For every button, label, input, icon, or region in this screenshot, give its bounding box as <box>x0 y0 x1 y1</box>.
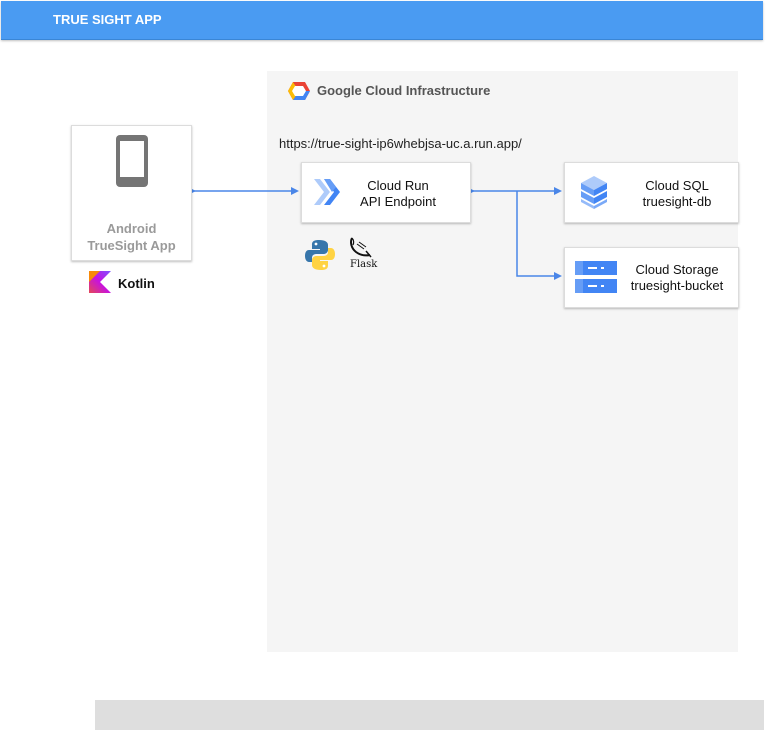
cloud-storage-icon <box>575 261 617 293</box>
cloud-run-icon <box>314 179 340 205</box>
endpoint-url: https://true-sight-ip6whebjsa-uc.a.run.a… <box>279 136 522 151</box>
android-label-line1: Android <box>106 221 157 236</box>
cloudrun-to-storage-connector <box>516 191 562 280</box>
cloud-storage-card: Cloud Storage truesight-bucket <box>564 247 739 308</box>
cloud-run-title: Cloud Run <box>367 178 429 193</box>
app-header: TRUE SIGHT APP <box>1 1 763 40</box>
google-cloud-logo-icon <box>288 82 310 100</box>
cloud-sql-title: Cloud SQL <box>645 178 709 193</box>
cloud-sql-card: Cloud SQL truesight-db <box>564 162 739 223</box>
app-title: TRUE SIGHT APP <box>53 12 162 27</box>
kotlin-label: Kotlin <box>118 276 155 291</box>
android-app-card: Android TrueSight App <box>71 125 192 261</box>
smartphone-icon <box>116 135 148 187</box>
cloud-run-subtitle: API Endpoint <box>360 194 436 209</box>
flask-logo-icon <box>350 237 372 258</box>
kotlin-logo-icon <box>89 271 111 293</box>
android-label-line2: TrueSight App <box>87 238 176 253</box>
flask-label: Flask <box>350 259 378 270</box>
cloud-storage-subtitle: truesight-bucket <box>630 278 724 293</box>
python-logo-icon <box>305 240 335 270</box>
gcp-title: Google Cloud Infrastructure <box>317 83 491 98</box>
cloud-storage-title: Cloud Storage <box>635 262 719 277</box>
cloud-sql-subtitle: truesight-db <box>642 194 712 209</box>
cloud-run-card: Cloud Run API Endpoint <box>301 162 471 223</box>
bottom-bar <box>95 700 764 730</box>
cloud-sql-icon <box>581 176 607 209</box>
